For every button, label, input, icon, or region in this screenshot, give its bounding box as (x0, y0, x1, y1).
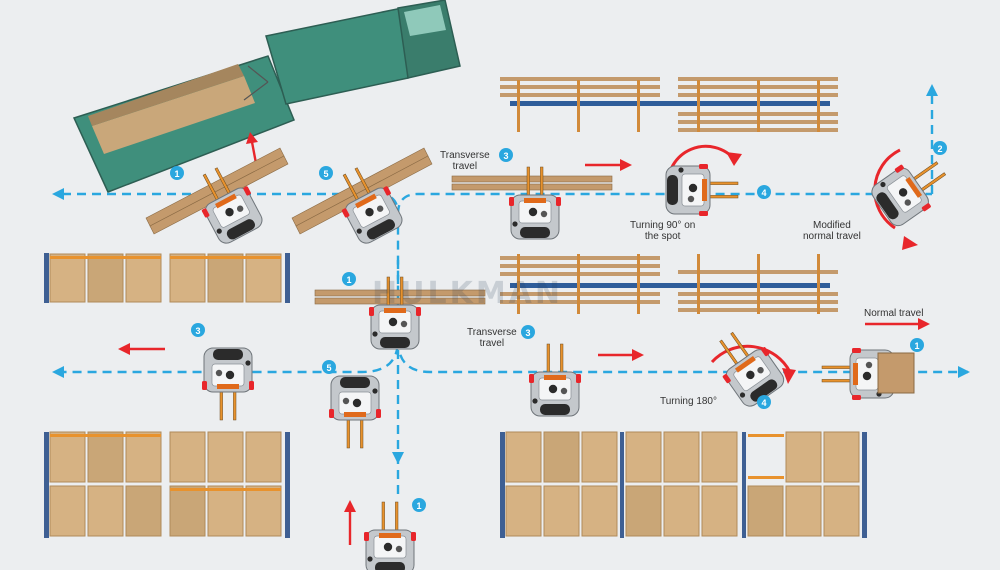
pallet-rack (44, 431, 290, 538)
svg-text:4: 4 (761, 188, 766, 198)
svg-text:4: 4 (761, 398, 766, 408)
forklift (665, 163, 739, 217)
pallet-rack (500, 431, 867, 538)
step-badge: 5 (322, 360, 336, 374)
svg-text:2: 2 (937, 144, 942, 154)
step-badge: 3 (191, 323, 205, 337)
path-arrow-right (958, 366, 970, 378)
step-badge: 1 (342, 272, 356, 286)
rotation-arrow-head (902, 236, 918, 250)
label-turning-180: Turning 180° (660, 396, 717, 407)
rotation-arrow-head (782, 368, 796, 384)
svg-text:3: 3 (525, 328, 530, 338)
direction-arrows (118, 132, 930, 545)
svg-text:5: 5 (323, 169, 328, 179)
watermark: HULKMAN (372, 276, 564, 311)
shelving-rack (500, 77, 838, 132)
step-badge: 1 (412, 498, 426, 512)
path-arrow-left (52, 188, 64, 200)
pallet-load (877, 352, 915, 394)
svg-text:3: 3 (503, 151, 508, 161)
step-badge: 1 (170, 166, 184, 180)
svg-text:1: 1 (174, 169, 179, 179)
svg-text:3: 3 (195, 326, 200, 336)
path-arrow-left (52, 366, 64, 378)
path-arrow-down (392, 452, 404, 464)
step-badge: 2 (933, 141, 947, 155)
svg-text:1: 1 (914, 341, 919, 351)
forklift (201, 347, 255, 421)
forklift (866, 146, 957, 232)
step-badge: 3 (521, 325, 535, 339)
truck (72, 0, 461, 193)
svg-text:1: 1 (416, 501, 421, 511)
lumber-load (145, 147, 613, 305)
svg-text:5: 5 (326, 363, 331, 373)
step-badge: 5 (319, 166, 333, 180)
forklift (528, 343, 582, 417)
svg-text:1: 1 (346, 275, 351, 285)
step-badge: 1 (910, 338, 924, 352)
shelving-rack (500, 254, 838, 314)
forklift (363, 501, 417, 570)
pallet-rack (44, 253, 290, 303)
forklift (704, 321, 790, 412)
label-normal-travel: Normal travel (864, 308, 924, 319)
step-badge: 4 (757, 395, 771, 409)
step-badge: 3 (499, 148, 513, 162)
path-arrow-up (926, 84, 938, 96)
rotation-arrow-head (726, 152, 742, 166)
step-badge: 4 (757, 185, 771, 199)
forklift (328, 375, 382, 449)
